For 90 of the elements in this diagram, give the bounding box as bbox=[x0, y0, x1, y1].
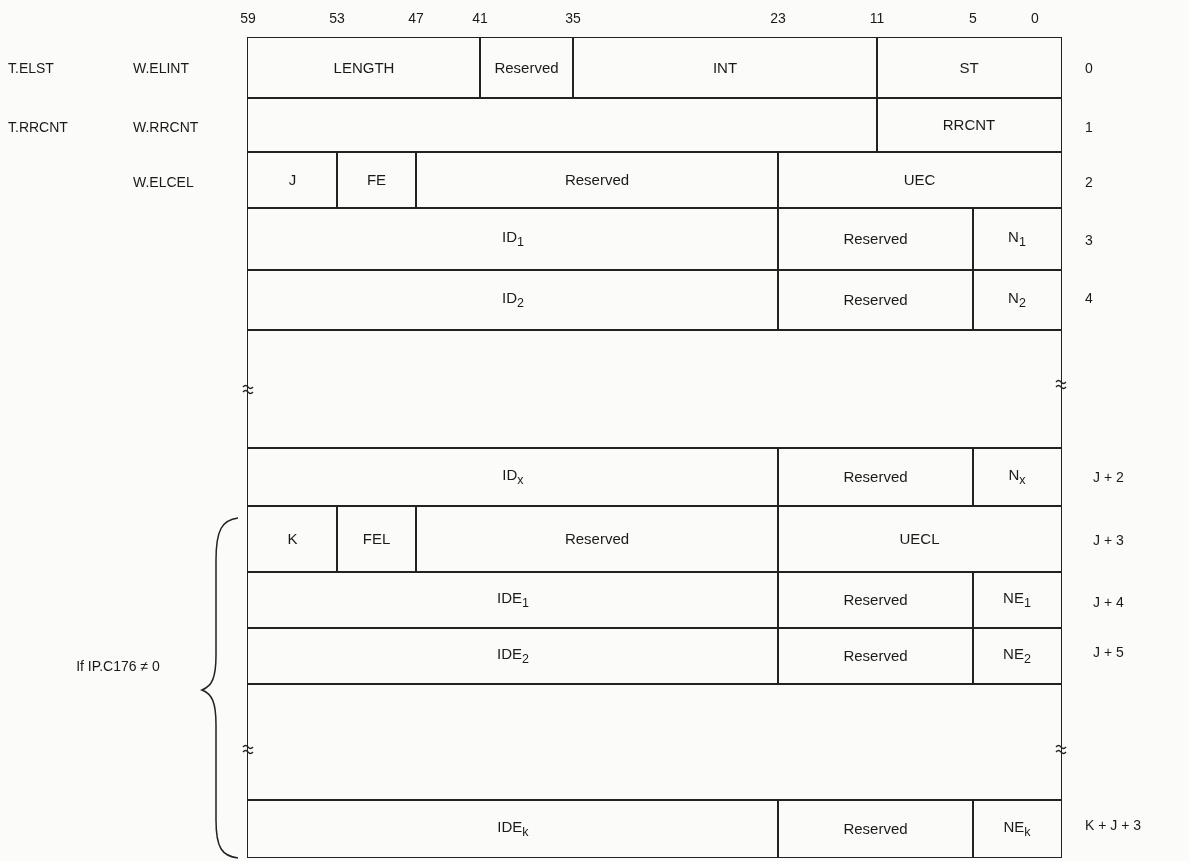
word-index: K + J + 3 bbox=[1085, 816, 1142, 834]
bit-field bbox=[247, 207, 779, 271]
field-name: IDE$_{1}$ bbox=[497, 589, 529, 611]
bit-number: 41 bbox=[471, 9, 489, 27]
bit-field bbox=[972, 571, 1062, 629]
bit-field bbox=[336, 505, 417, 573]
field-name: Reserved bbox=[843, 230, 908, 248]
field-name: RRCNT bbox=[942, 116, 996, 134]
field-name: NE$_{1}$ bbox=[1003, 589, 1031, 611]
bit-field bbox=[247, 447, 779, 507]
field-name: Reserved bbox=[843, 291, 908, 309]
field-name: Reserved bbox=[843, 591, 908, 609]
bit-field bbox=[336, 151, 417, 209]
word-index: 0 bbox=[1085, 59, 1093, 77]
field-name: IDE$_{2}$ bbox=[497, 645, 529, 667]
field-name: FEL bbox=[362, 530, 391, 548]
field-name: Reserved bbox=[494, 59, 559, 77]
bit-field bbox=[777, 269, 974, 331]
word-index: 2 bbox=[1085, 173, 1093, 191]
field-name: N$_{x}$ bbox=[1008, 466, 1026, 488]
field-name: UECL bbox=[899, 530, 940, 548]
word-index: J + 4 bbox=[1093, 593, 1124, 611]
bit-field bbox=[479, 37, 574, 99]
bit-field bbox=[777, 505, 1062, 573]
field-name: ID$_{1}$ bbox=[502, 228, 524, 250]
bit-field bbox=[247, 37, 481, 99]
word-index: J + 5 bbox=[1093, 643, 1124, 661]
register-name: T.ELST bbox=[8, 59, 54, 77]
field-name: ID$_{2}$ bbox=[502, 289, 524, 311]
field-name: Reserved bbox=[843, 647, 908, 665]
bit-field bbox=[247, 151, 338, 209]
field-name: N$_{2}$ bbox=[1008, 289, 1026, 311]
bit-field bbox=[876, 37, 1062, 99]
field-name: J bbox=[288, 171, 297, 189]
bit-number: 35 bbox=[564, 9, 582, 27]
field-name: ST bbox=[959, 59, 979, 77]
bit-field bbox=[247, 571, 779, 629]
register-name: W.RRCNT bbox=[133, 118, 199, 136]
bit-field bbox=[777, 447, 974, 507]
bit-number: 5 bbox=[968, 9, 978, 27]
bit-field bbox=[415, 151, 779, 209]
field-name: FE bbox=[366, 171, 387, 189]
bit-field bbox=[972, 799, 1062, 858]
condition-note: If IP.C176 ≠ 0 bbox=[76, 657, 160, 676]
field-name: Reserved bbox=[843, 820, 908, 837]
bit-field bbox=[972, 207, 1062, 271]
field-name: UEC bbox=[903, 171, 936, 189]
field-name: N$_{1}$ bbox=[1008, 228, 1026, 250]
bit-number: 23 bbox=[769, 9, 787, 27]
field-name: Reserved bbox=[564, 530, 630, 548]
bit-field bbox=[972, 447, 1062, 507]
bit-field bbox=[247, 799, 779, 858]
bit-field bbox=[972, 627, 1062, 685]
register-name: W.ELCEL bbox=[133, 173, 194, 191]
bit-number: 47 bbox=[407, 9, 425, 27]
bit-field bbox=[247, 505, 338, 573]
bit-field bbox=[972, 269, 1062, 331]
field-name: INT bbox=[712, 59, 738, 77]
word-index: J + 3 bbox=[1093, 531, 1124, 549]
bit-field bbox=[777, 571, 974, 629]
bit-field bbox=[777, 151, 1062, 209]
bit-field bbox=[415, 505, 779, 573]
bit-field bbox=[876, 97, 1062, 153]
field-name: Reserved bbox=[843, 468, 908, 486]
bit-number: 53 bbox=[328, 9, 346, 27]
bit-field bbox=[572, 37, 878, 99]
word-index: J + 2 bbox=[1093, 468, 1124, 486]
empty-field-box bbox=[247, 97, 878, 153]
word-index: 4 bbox=[1085, 289, 1093, 307]
word-index: 1 bbox=[1085, 118, 1093, 136]
register-name: T.RRCNT bbox=[8, 118, 68, 136]
word-index: 3 bbox=[1085, 231, 1093, 249]
register-name: W.ELINT bbox=[133, 59, 189, 77]
field-name: NE$_{2}$ bbox=[1003, 645, 1031, 667]
bit-number: 59 bbox=[239, 9, 257, 27]
field-name: NE$_{k}$ bbox=[1003, 818, 1031, 839]
bit-number: 0 bbox=[1030, 9, 1040, 27]
field-name: K bbox=[287, 530, 298, 548]
field-name: Reserved bbox=[564, 171, 630, 189]
bit-field bbox=[777, 627, 974, 685]
bit-number: 11 bbox=[868, 9, 886, 27]
bit-field bbox=[247, 269, 779, 331]
field-name: ID$_{x}$ bbox=[502, 466, 524, 488]
empty-field-box bbox=[247, 683, 1062, 801]
empty-field-box bbox=[247, 329, 1062, 449]
bit-field bbox=[247, 627, 779, 685]
field-name: IDE$_{k}$ bbox=[497, 818, 529, 839]
field-name: LENGTH bbox=[333, 59, 395, 77]
bit-field bbox=[777, 799, 974, 858]
bit-field bbox=[777, 207, 974, 271]
